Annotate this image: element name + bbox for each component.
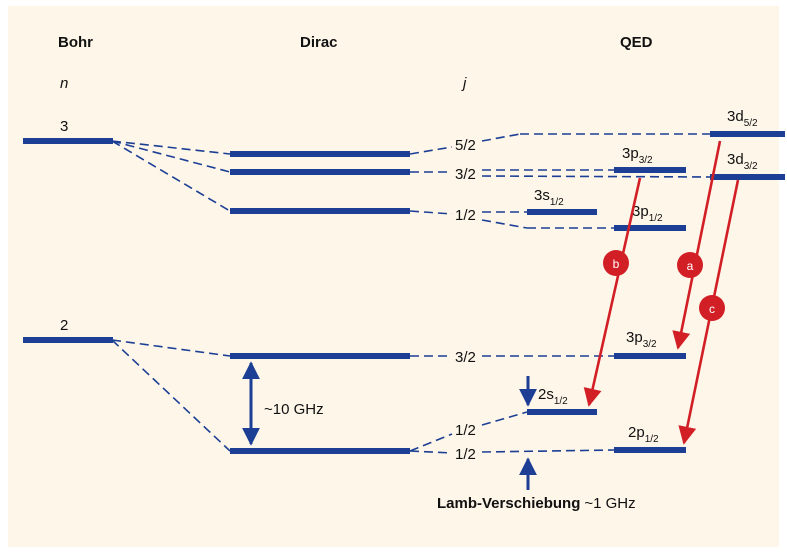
qed-label-3p32-lower: 3p3/2: [626, 329, 657, 350]
connector-j52-qed: [481, 133, 521, 142]
transition-b-arrow: [583, 177, 642, 407]
qed-label-3s12: 3s1/2: [534, 187, 564, 208]
connector-d52-j: [409, 146, 453, 155]
bohr-label-3: 3: [60, 118, 68, 135]
connector-dirac2-12-up: [409, 433, 453, 452]
dashed-connectors: [111, 133, 711, 454]
background-panel: [8, 6, 779, 547]
qed-label-3p32: 3p3/2: [622, 145, 653, 166]
connector-d12-j: [409, 210, 453, 215]
j-label-3-2-lower: 3/2: [455, 349, 476, 366]
qed-level-2s12: [527, 409, 597, 415]
j-label-1-2-mid: 1/2: [455, 422, 476, 439]
j-symbol: j: [461, 75, 467, 92]
connector-bohr3-d52: [111, 140, 231, 155]
dirac-level-2-32: [230, 353, 410, 359]
n-symbol: n: [60, 75, 68, 92]
dirac-level-3-52: [230, 151, 410, 157]
transition-marker-c-label: c: [709, 302, 715, 316]
qed-level-3d32: [710, 174, 785, 180]
qed-level-3p32-lower: [614, 353, 686, 359]
qed-label-3d32: 3d3/2: [727, 151, 758, 172]
qed-level-3p32: [614, 167, 686, 173]
transition-marker-b: b: [603, 250, 629, 276]
connector-bohr2-d32: [111, 339, 231, 357]
bohr-level-3: [23, 138, 113, 144]
transition-marker-a-label: a: [687, 259, 694, 273]
bohr-label-2: 2: [60, 317, 68, 334]
qed-label-2s12: 2s1/2: [538, 386, 568, 407]
j-label-3-2-upper: 3/2: [455, 166, 476, 183]
header-dirac: Dirac: [300, 34, 338, 51]
qed-level-2p12: [614, 447, 686, 453]
j-label-1-2-lower: 1/2: [455, 446, 476, 463]
connector-bohr3-d12: [111, 140, 231, 212]
dirac-level-3-12: [230, 208, 410, 214]
dirac-level-3-32: [230, 169, 410, 175]
bohr-level-2: [23, 337, 113, 343]
transition-marker-c: c: [699, 295, 725, 321]
energy-levels: [23, 131, 785, 454]
dirac-split-label: ~10 GHz: [264, 401, 324, 418]
connector-dirac2-12-flat: [409, 450, 453, 454]
header-qed: QED: [620, 34, 653, 51]
qed-level-3d52: [710, 131, 785, 137]
lamb-shift-label: Lamb-Verschiebung~1 GHz: [437, 495, 636, 512]
qed-label-3d52: 3d5/2: [727, 108, 758, 129]
dirac-level-2-12: [230, 448, 410, 454]
j-label-5-2: 5/2: [455, 137, 476, 154]
qed-label-3p12: 3p1/2: [632, 203, 663, 224]
transition-marker-b-label: b: [613, 257, 620, 271]
transition-a-arrow: [672, 140, 722, 350]
connector-bohr3-d32: [111, 140, 231, 173]
qed-label-2p12: 2p1/2: [628, 424, 659, 445]
j-label-1-2-upper: 1/2: [455, 207, 476, 224]
header-bohr: Bohr: [58, 34, 93, 51]
transition-marker-a: a: [677, 252, 703, 278]
qed-level-3p12: [614, 225, 686, 231]
qed-level-3s12: [527, 209, 597, 215]
